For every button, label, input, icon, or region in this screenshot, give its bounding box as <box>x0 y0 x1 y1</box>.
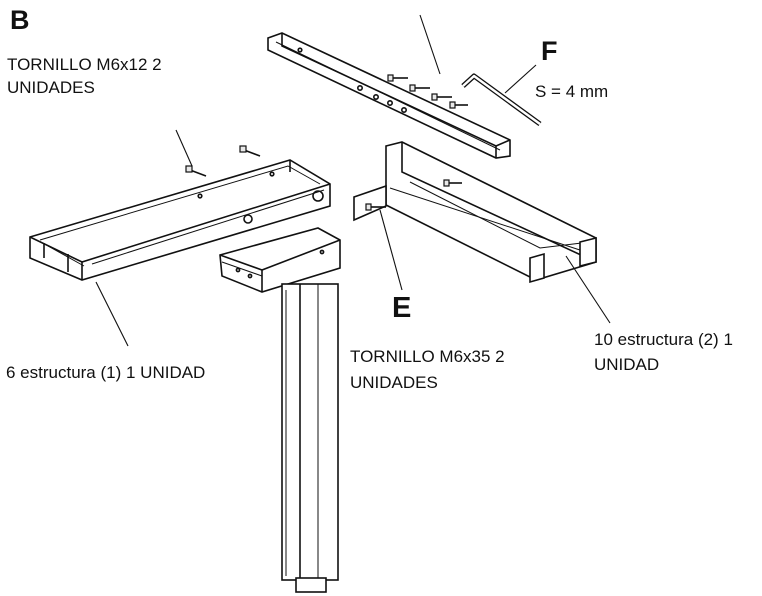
part-letter-f: F <box>541 36 558 66</box>
step-letter-b: B <box>10 5 30 35</box>
bracket-screws <box>365 179 462 291</box>
right-frame-part <box>353 141 611 324</box>
crossbar-screws <box>387 14 468 109</box>
allen-wrench <box>461 64 542 127</box>
wrench-size-label: S = 4 mm <box>535 82 609 101</box>
frame2-label-line2: UNIDAD <box>594 355 660 374</box>
screw-m6x12-label-line2: UNIDADES <box>7 78 95 97</box>
left-frame-screws <box>95 129 261 347</box>
left-frame-part <box>29 159 331 281</box>
frame1-label: 6 estructura (1) 1 UNIDAD <box>6 363 206 382</box>
frame2-label-line1: 10 estructura (2) 1 <box>594 330 733 349</box>
screw-m6x12-label-line1: TORNILLO M6x12 2 <box>7 55 162 74</box>
crossbar-part <box>267 32 511 159</box>
part-letter-e: E <box>392 292 412 324</box>
leg-part <box>219 227 341 593</box>
screw-m6x35-label-line1: TORNILLO M6x35 2 <box>350 347 505 366</box>
screw-m6x35-label-line2: UNIDADES <box>350 373 438 392</box>
